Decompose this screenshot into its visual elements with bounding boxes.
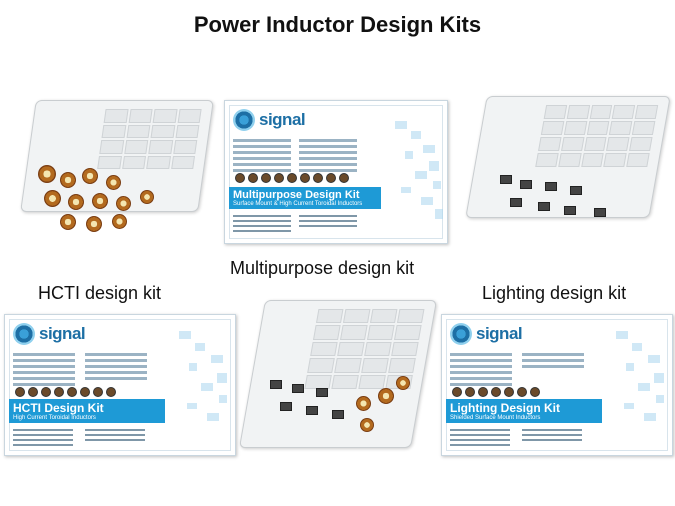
page-title: Power Inductor Design Kits [193,12,482,37]
lighting-kit-box-photo [465,96,671,218]
part-photos [452,387,540,397]
contact-info [85,429,145,444]
contact-info [299,215,357,230]
feature-list [13,353,75,389]
decorative-pattern [375,101,445,241]
contact-info [450,429,510,449]
feature-list [450,353,512,389]
signal-logo: signal [13,323,86,345]
kit-banner: Lighting Design Kit Shielded Surface Mou… [446,399,602,423]
signal-logo: signal [450,323,523,345]
box-compartments [97,109,202,169]
contact-info [233,215,291,235]
multipurpose-kit-box-photo [238,300,438,448]
decorative-pattern [161,315,233,453]
feature-list [233,139,291,175]
signal-logo: signal [233,109,306,131]
part-photos [15,387,116,397]
contact-info [522,429,582,444]
kit-banner: Multipurpose Design Kit Surface Mount & … [229,187,381,209]
signal-logo-icon [13,323,35,345]
contact-info [13,429,73,449]
feature-list [299,139,357,175]
kit-banner: HCTI Design Kit High Current Toroidal In… [9,399,165,423]
multipurpose-caption: Multipurpose design kit [230,258,415,278]
signal-logo-icon [450,323,472,345]
feature-list [522,353,584,371]
hcti-kit-card: signal HCTI Design Kit High Current Toro… [4,314,236,456]
signal-logo-icon [233,109,255,131]
multipurpose-kit-card: signal Multipurpose Design Kit Surface M… [224,100,448,244]
box-compartments [535,105,659,167]
feature-list [85,353,147,383]
part-photos [235,173,349,183]
lighting-kit-card: signal Lighting Design Kit Shielded Surf… [441,314,673,456]
lighting-caption: Lighting design kit [482,283,627,303]
decorative-pattern [598,315,670,453]
hcti-caption: HCTI design kit [38,283,162,303]
